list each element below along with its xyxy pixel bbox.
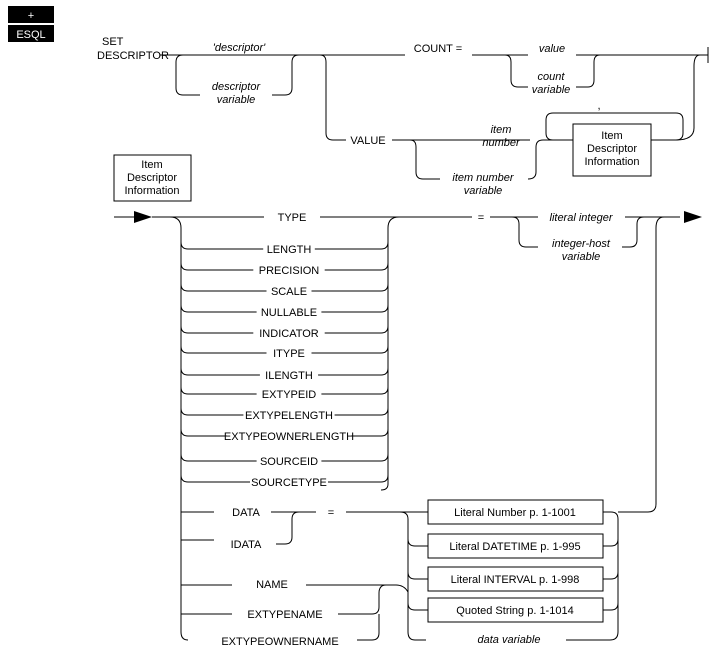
- field-indicator: INDICATOR: [259, 328, 319, 340]
- count-variable-line1: count: [538, 71, 566, 83]
- item-number-variable-line1: item number: [452, 172, 514, 184]
- item-descriptor-ref-line3: Information: [584, 156, 639, 168]
- literal-label-3: Literal INTERVAL p. 1-998: [451, 574, 580, 586]
- item-descriptor-ref-line1: Item: [601, 130, 622, 142]
- item-descriptor-ref-box: [572, 123, 652, 177]
- equals-sign-2: =: [328, 507, 334, 519]
- integer-host-line1: integer-host: [552, 238, 611, 250]
- field-type: TYPE: [278, 212, 307, 224]
- literal-label-1: Literal Number p. 1-1001: [454, 507, 576, 519]
- equals-sign-1: =: [478, 212, 484, 224]
- field-sourcetype: SOURCETYPE: [251, 477, 327, 489]
- literal-label-4: Quoted String p. 1-1014: [456, 605, 573, 617]
- field-sourceid: SOURCEID: [260, 456, 318, 468]
- field-itype: ITYPE: [273, 348, 305, 360]
- field-extypename: EXTYPENAME: [247, 609, 322, 621]
- kw-value: VALUE: [350, 135, 385, 147]
- field-length: LENGTH: [267, 244, 312, 256]
- field-ilength: ILENGTH: [265, 370, 313, 382]
- item-number-line1: item: [491, 124, 512, 136]
- literal-box-4: [427, 597, 604, 623]
- item-number-line2: number: [482, 137, 521, 149]
- literal-label-2: Literal DATETIME p. 1-995: [449, 541, 580, 553]
- item-number-variable-line2: variable: [464, 185, 503, 197]
- field-extypelength: EXTYPELENGTH: [245, 410, 333, 422]
- field-extypeownername: EXTYPEOWNERNAME: [221, 636, 338, 648]
- kw-set: SET: [102, 36, 124, 48]
- exit-arrow: [684, 211, 702, 223]
- badge-esql-bg: [8, 25, 54, 42]
- field-extypeid: EXTYPEID: [262, 389, 316, 401]
- comma-separator: ,: [597, 100, 600, 112]
- esql-badge: + ESQL: [8, 6, 54, 42]
- set-descriptor-statement: SET DESCRIPTOR 'descriptor' descriptor v…: [97, 36, 709, 197]
- badge-esql: ESQL: [16, 29, 45, 41]
- field-scale: SCALE: [271, 286, 307, 298]
- literal-integer: literal integer: [550, 212, 614, 224]
- integer-host-line2: variable: [562, 251, 601, 263]
- entry-arrow: [134, 211, 152, 223]
- count-variable-line2: variable: [532, 84, 571, 96]
- item-info-title-box: [113, 154, 192, 202]
- item-info-title-line3: Information: [124, 185, 179, 197]
- field-extypeownerlength: EXTYPEOWNERLENGTH: [224, 431, 354, 443]
- item-descriptor-info-section: Item Descriptor Information LENGTH PRECIS…: [113, 154, 702, 648]
- field-name: NAME: [256, 579, 288, 591]
- descriptor-variable-line2: variable: [217, 94, 256, 106]
- field-idata: IDATA: [231, 539, 262, 551]
- field-data: DATA: [232, 507, 260, 519]
- kw-descriptor: DESCRIPTOR: [97, 50, 169, 62]
- field-group: LENGTH PRECISION SCALE NULLABLE INDICATOR ITY…: [180, 241, 389, 489]
- badge-plus-bg: [8, 6, 54, 23]
- field-nullable: NULLABLE: [261, 307, 317, 319]
- data-variable: data variable: [478, 634, 541, 646]
- item-info-title-line2: Descriptor: [127, 172, 177, 184]
- item-descriptor-ref-line2: Descriptor: [587, 143, 637, 155]
- count-value: value: [539, 43, 565, 55]
- badge-plus: +: [28, 10, 34, 22]
- field-precision: PRECISION: [259, 265, 320, 277]
- kw-count: COUNT =: [414, 43, 462, 55]
- descriptor-variable-line1: descriptor: [212, 81, 262, 93]
- descriptor-quoted: 'descriptor': [213, 42, 266, 54]
- item-info-title-line1: Item: [141, 159, 162, 171]
